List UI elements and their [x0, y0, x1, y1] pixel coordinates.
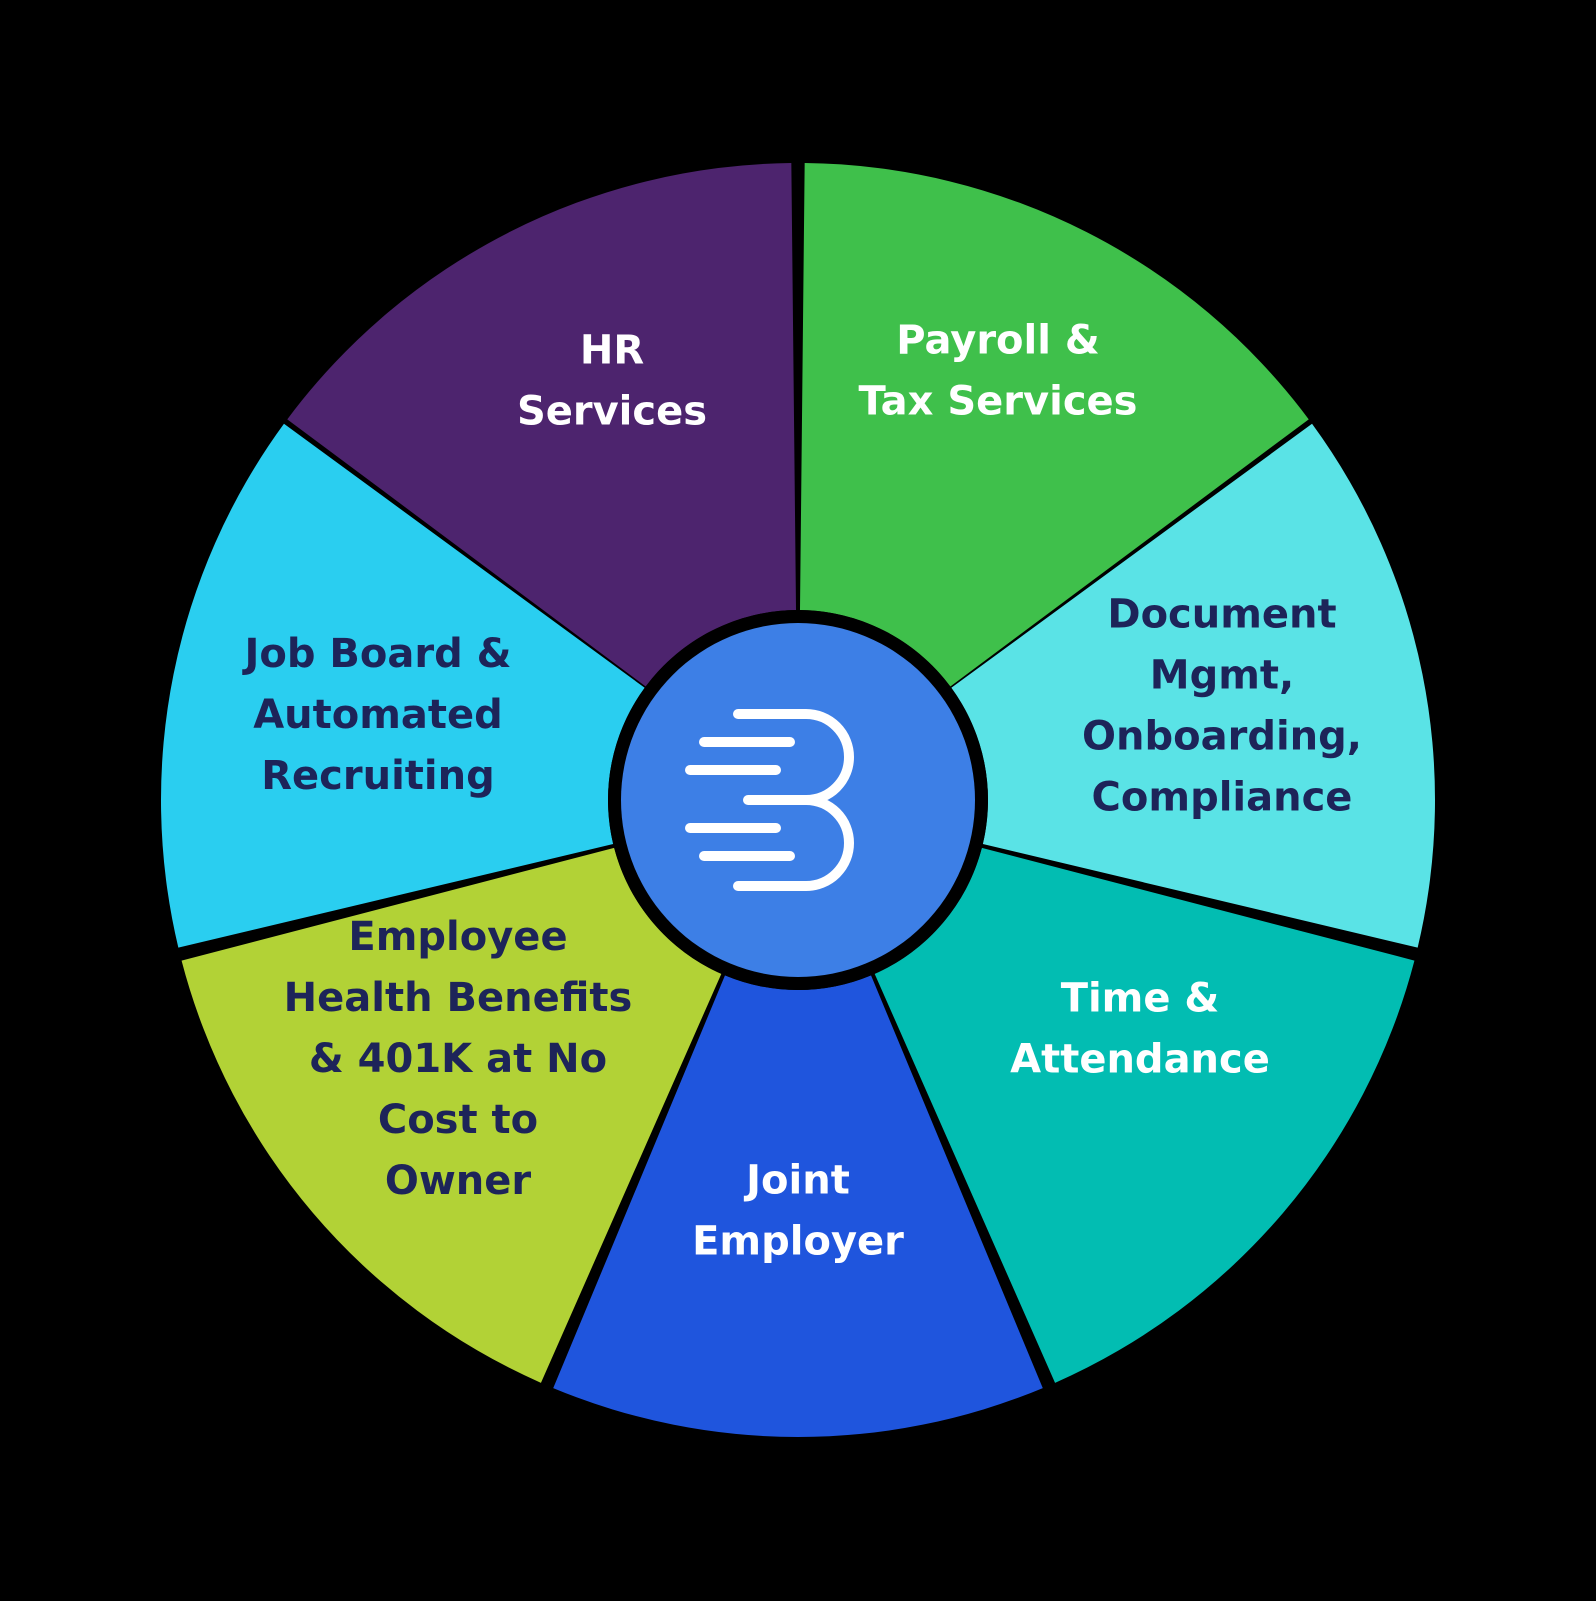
segment-label-payroll-tax-services: Payroll & Tax Services — [859, 318, 1138, 425]
segment-label-line: HR — [580, 328, 644, 374]
segment-label-line: Tax Services — [859, 379, 1138, 425]
segment-label-line: Compliance — [1092, 775, 1353, 821]
segment-job-board-recruiting — [161, 423, 645, 948]
b-letter-speed-lines-icon — [685, 709, 854, 891]
segment-hr-services — [287, 163, 797, 687]
segment-label-line: Automated — [253, 692, 503, 738]
segment-payroll-tax-services — [799, 163, 1309, 687]
segment-employee-health-benefits — [181, 847, 722, 1383]
segment-label-line: Cost to — [378, 1097, 538, 1143]
segment-label-line: Job Board & — [241, 631, 511, 677]
segment-joint-employer — [553, 975, 1043, 1438]
segment-label-line: Recruiting — [261, 753, 495, 799]
segment-label-line: Health Benefits — [284, 975, 633, 1021]
segment-label-line: Payroll & — [896, 318, 1100, 364]
segment-document-mgmt — [951, 423, 1435, 948]
segment-label-line: Onboarding, — [1082, 714, 1362, 760]
segment-label-line: Mgmt, — [1150, 653, 1294, 699]
segment-label-line: Employee — [348, 914, 567, 960]
segment-label-line: Services — [517, 389, 707, 435]
segment-label-time-attendance: Time & Attendance — [1010, 976, 1270, 1083]
segment-label-line: Document — [1107, 592, 1336, 638]
segment-label-line: & 401K at No — [309, 1036, 607, 1082]
center-logo — [608, 610, 988, 990]
segment-time-attendance — [874, 847, 1415, 1383]
segment-label-line: Employer — [692, 1219, 904, 1265]
wheel-segments — [161, 163, 1435, 1438]
segment-label-line: Joint — [743, 1158, 850, 1204]
segment-label-line: Attendance — [1010, 1037, 1270, 1083]
segment-label-line: Owner — [385, 1158, 532, 1204]
segment-label-hr-services: HR Services — [517, 328, 707, 435]
segment-label-line: Time & — [1061, 976, 1220, 1022]
